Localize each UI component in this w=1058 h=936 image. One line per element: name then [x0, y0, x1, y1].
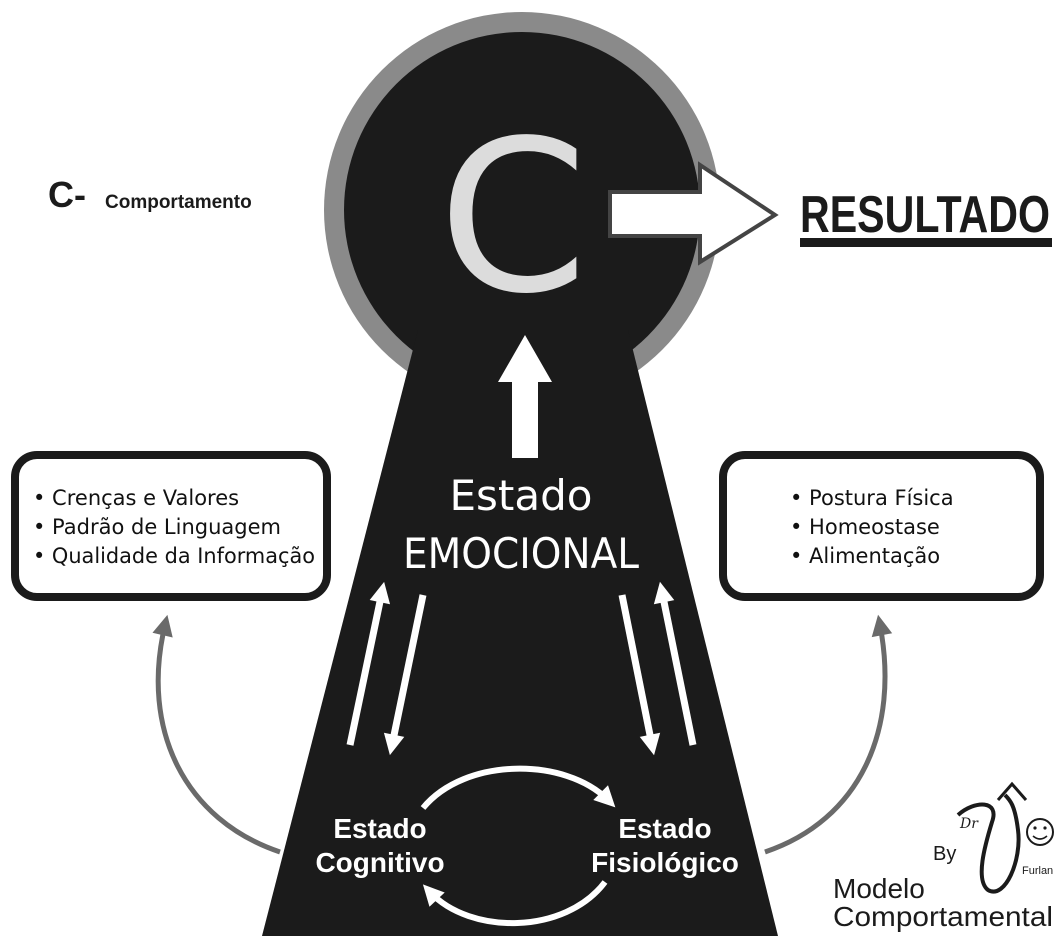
right-box-item-3: • Alimentação [790, 544, 940, 568]
smiley-mouth [1032, 835, 1048, 840]
caption-line2: Comportamental [833, 901, 1053, 932]
center-letter: C [438, 95, 588, 340]
emotional-line2: EMOCIONAL [403, 529, 640, 578]
right-feedback-arrow [764, 614, 893, 855]
right-up-arrow [653, 581, 697, 746]
cognitive-line1: Estado [333, 813, 426, 844]
physiological-line1: Estado [618, 813, 711, 844]
right-box-item-1: • Postura Física [790, 486, 954, 510]
left-up-arrow [346, 581, 391, 746]
signature-name: Furlan [1022, 865, 1053, 877]
cognitive-line2: Cognitivo [315, 847, 444, 878]
left-info-box [11, 451, 331, 601]
legend-letter: C- [48, 174, 86, 215]
left-box-item-2: • Padrão de Linguagem [33, 515, 281, 539]
up-arrow [498, 335, 552, 458]
left-feedback-arrow [152, 614, 281, 855]
smiley-icon [1026, 818, 1054, 846]
left-box-item-1: • Crenças e Valores [33, 486, 239, 510]
keyhole-body [262, 330, 778, 936]
emotional-line1: Estado [450, 471, 593, 520]
caption-line1: Modelo [833, 873, 925, 904]
left-down-arrow [383, 594, 427, 756]
signature-by: By [933, 843, 956, 865]
keyhole-circle [344, 32, 700, 388]
legend-label: Comportamento [105, 192, 252, 213]
result-arrow [608, 161, 779, 266]
result-underline [800, 238, 1052, 247]
signature-dr: Dr [959, 816, 979, 832]
cycle-top-arrow [420, 765, 616, 810]
right-info-box [719, 451, 1044, 601]
signature-scribble [956, 793, 1021, 894]
smiley-eye-right [1043, 826, 1047, 830]
left-box-item-3: • Qualidade da Informação [33, 544, 315, 568]
physiological-line2: Fisiológico [591, 847, 739, 878]
right-box-item-2: • Homeostase [790, 515, 940, 539]
signature-hat [996, 781, 1028, 801]
result-label: RESULTADO [800, 186, 1050, 244]
signature-logo: By Dr Furlan Modelo Comportamental [833, 781, 1054, 932]
smiley-eye-left [1033, 826, 1037, 830]
cycle-bottom-arrow [422, 880, 608, 927]
right-down-arrow [618, 594, 661, 756]
